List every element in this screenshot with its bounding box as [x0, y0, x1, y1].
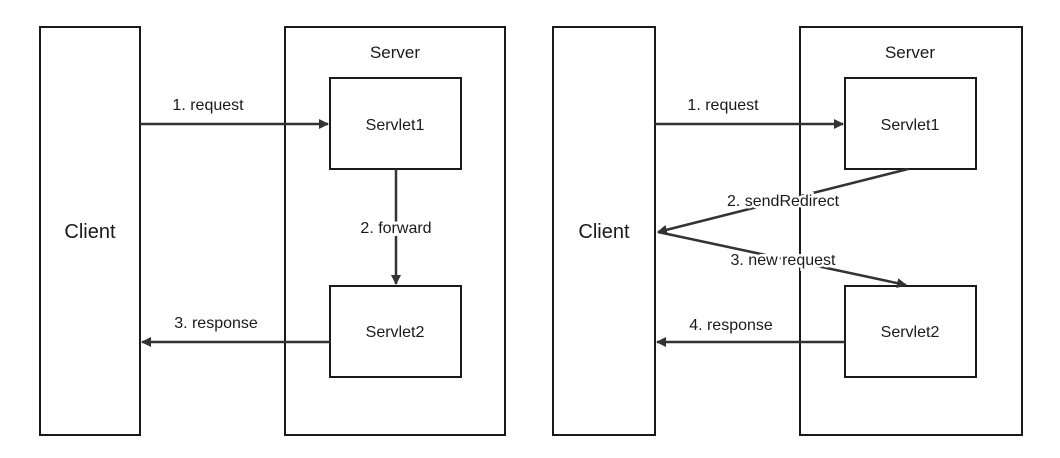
left-servlet2-label: Servlet2	[366, 324, 425, 341]
right-client-box	[552, 26, 656, 436]
left-response-label: 3. response	[174, 315, 258, 332]
left-forward-label: 2. forward	[360, 220, 431, 237]
left-servlet1-label: Servlet1	[366, 117, 425, 134]
right-servlet2-box	[844, 285, 977, 378]
left-servlet1-box	[329, 77, 462, 170]
right-response-label: 4. response	[689, 317, 773, 334]
forward-diagram: Client Server Servlet1 Servlet2 1. reque…	[39, 26, 506, 436]
left-client-box	[39, 26, 141, 436]
right-client-label: Client	[578, 221, 630, 243]
right-send-redirect-label: 2. sendRedirect	[727, 193, 840, 210]
right-servlet1-box	[844, 77, 977, 170]
left-servlet2-box	[329, 285, 462, 378]
right-new-request-arrow	[657, 230, 907, 289]
left-request-label: 1. request	[172, 97, 244, 114]
right-servlet2-label: Servlet2	[881, 324, 940, 341]
left-client-label: Client	[64, 221, 116, 243]
redirect-diagram: Client Server Servlet1 Servlet2 1. reque…	[552, 26, 1023, 436]
right-send-redirect-arrow	[657, 167, 909, 235]
right-servlet1-label: Servlet1	[881, 117, 940, 134]
left-server-label: Server	[370, 43, 420, 62]
right-request-label: 1. request	[687, 97, 759, 114]
right-new-request-label: 3. new request	[731, 252, 837, 269]
right-server-label: Server	[885, 43, 935, 62]
